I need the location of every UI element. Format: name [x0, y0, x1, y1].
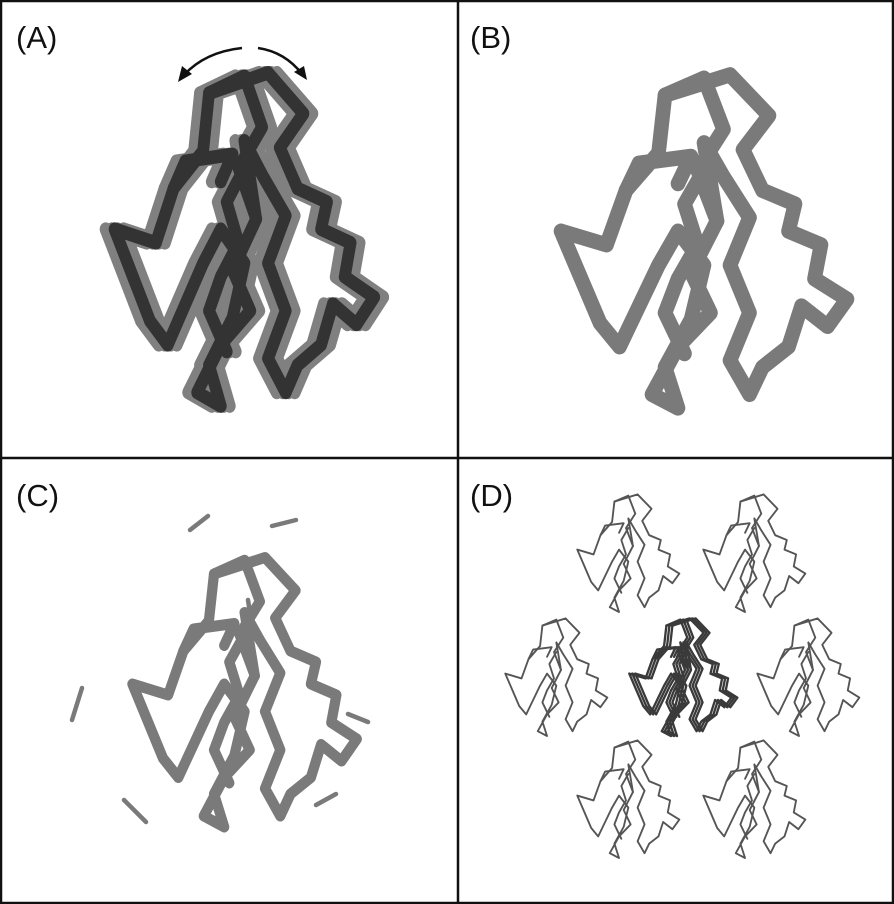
backbone-with-fragments: [132, 558, 356, 828]
single-backbone: [561, 75, 847, 408]
panel-a: (A): [16, 20, 383, 406]
ensemble-backbone-dark: [115, 73, 375, 406]
panel-c-label: (C): [16, 478, 59, 513]
panel-d-label: (D): [470, 478, 513, 513]
panel-d: (D): [470, 478, 859, 858]
panel-a-label: (A): [16, 20, 57, 55]
central-ensemble: [629, 618, 737, 736]
panel-c: (C): [16, 478, 368, 827]
panel-b: (B): [470, 20, 847, 408]
panel-b-label: (B): [470, 20, 511, 55]
